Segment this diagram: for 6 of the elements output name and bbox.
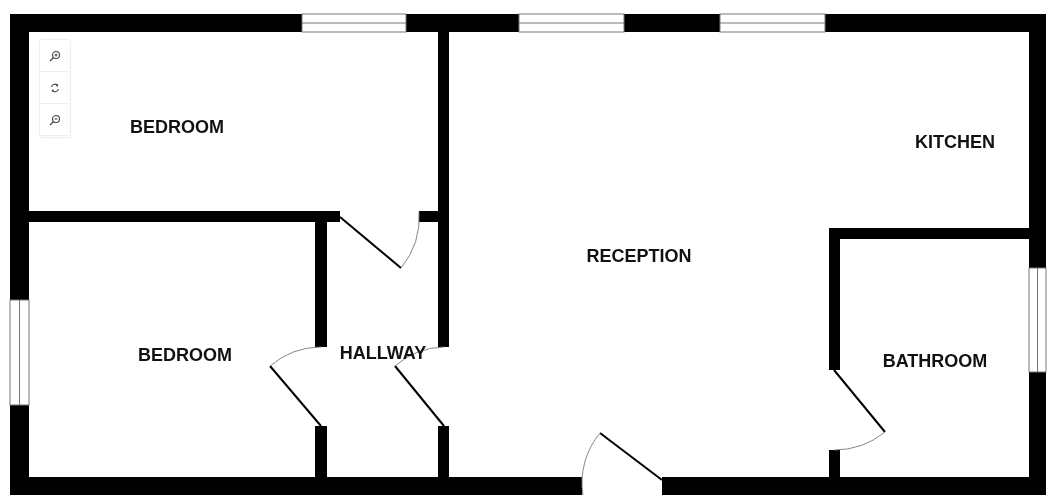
room-label: BATHROOM [882, 352, 988, 370]
room-label: HALLWAY [339, 344, 427, 362]
room-label: BEDROOM [130, 118, 224, 136]
room-label: KITCHEN [915, 133, 995, 151]
room-label: RECEPTION [586, 247, 692, 265]
room-label: BEDROOM [138, 346, 232, 364]
